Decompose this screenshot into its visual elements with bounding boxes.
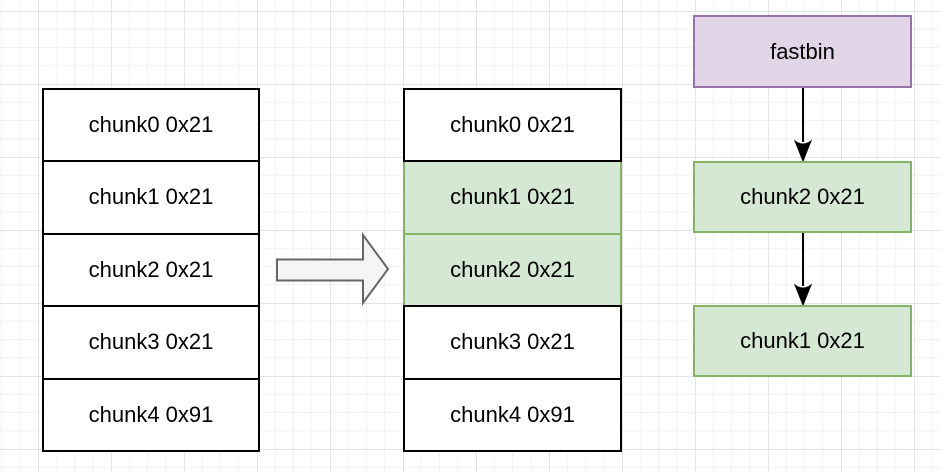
chunk-label: chunk3 0x21 (88, 329, 214, 355)
heap-before-column: chunk0 0x21 chunk1 0x21 chunk2 0x21 chun… (42, 88, 260, 452)
chunk-box-freed[interactable]: chunk1 0x21 (403, 160, 622, 235)
fastbin-node-label: chunk1 0x21 (740, 328, 865, 353)
heap-after-column: chunk0 0x21 chunk1 0x21 chunk2 0x21 chun… (403, 88, 622, 452)
chunk-label: chunk1 0x21 (88, 184, 214, 210)
fastbin-head-box[interactable]: fastbin (693, 15, 912, 88)
chunk-box-freed[interactable]: chunk2 0x21 (403, 232, 622, 308)
chunk-label: chunk0 0x21 (450, 112, 575, 137)
chunk-box[interactable]: chunk0 0x21 (42, 88, 260, 163)
chunk-box[interactable]: chunk3 0x21 (403, 305, 622, 380)
down-arrow-icon[interactable] (792, 233, 814, 307)
fastbin-node-box[interactable]: chunk2 0x21 (693, 161, 912, 233)
chunk-box[interactable]: chunk4 0x91 (403, 377, 622, 452)
chunk-box[interactable]: chunk3 0x21 (42, 305, 260, 380)
chunk-label: chunk2 0x21 (88, 256, 214, 282)
fastbin-node-box[interactable]: chunk1 0x21 (693, 305, 912, 377)
chunk-box[interactable]: chunk2 0x21 (42, 232, 260, 308)
chunk-label: chunk2 0x21 (450, 256, 575, 282)
right-arrow-icon[interactable] (276, 231, 390, 307)
chunk-label: chunk0 0x21 (88, 112, 214, 137)
down-arrow-icon[interactable] (792, 88, 814, 163)
chunk-box[interactable]: chunk4 0x91 (42, 377, 260, 452)
chunk-label: chunk3 0x21 (450, 329, 575, 355)
chunk-box[interactable]: chunk1 0x21 (42, 160, 260, 235)
chunk-label: chunk4 0x91 (450, 401, 575, 427)
chunk-label: chunk4 0x91 (88, 401, 214, 427)
fastbin-label: fastbin (770, 38, 835, 64)
chunk-box[interactable]: chunk0 0x21 (403, 88, 622, 163)
fastbin-node-label: chunk2 0x21 (740, 184, 865, 209)
chunk-label: chunk1 0x21 (450, 184, 575, 210)
